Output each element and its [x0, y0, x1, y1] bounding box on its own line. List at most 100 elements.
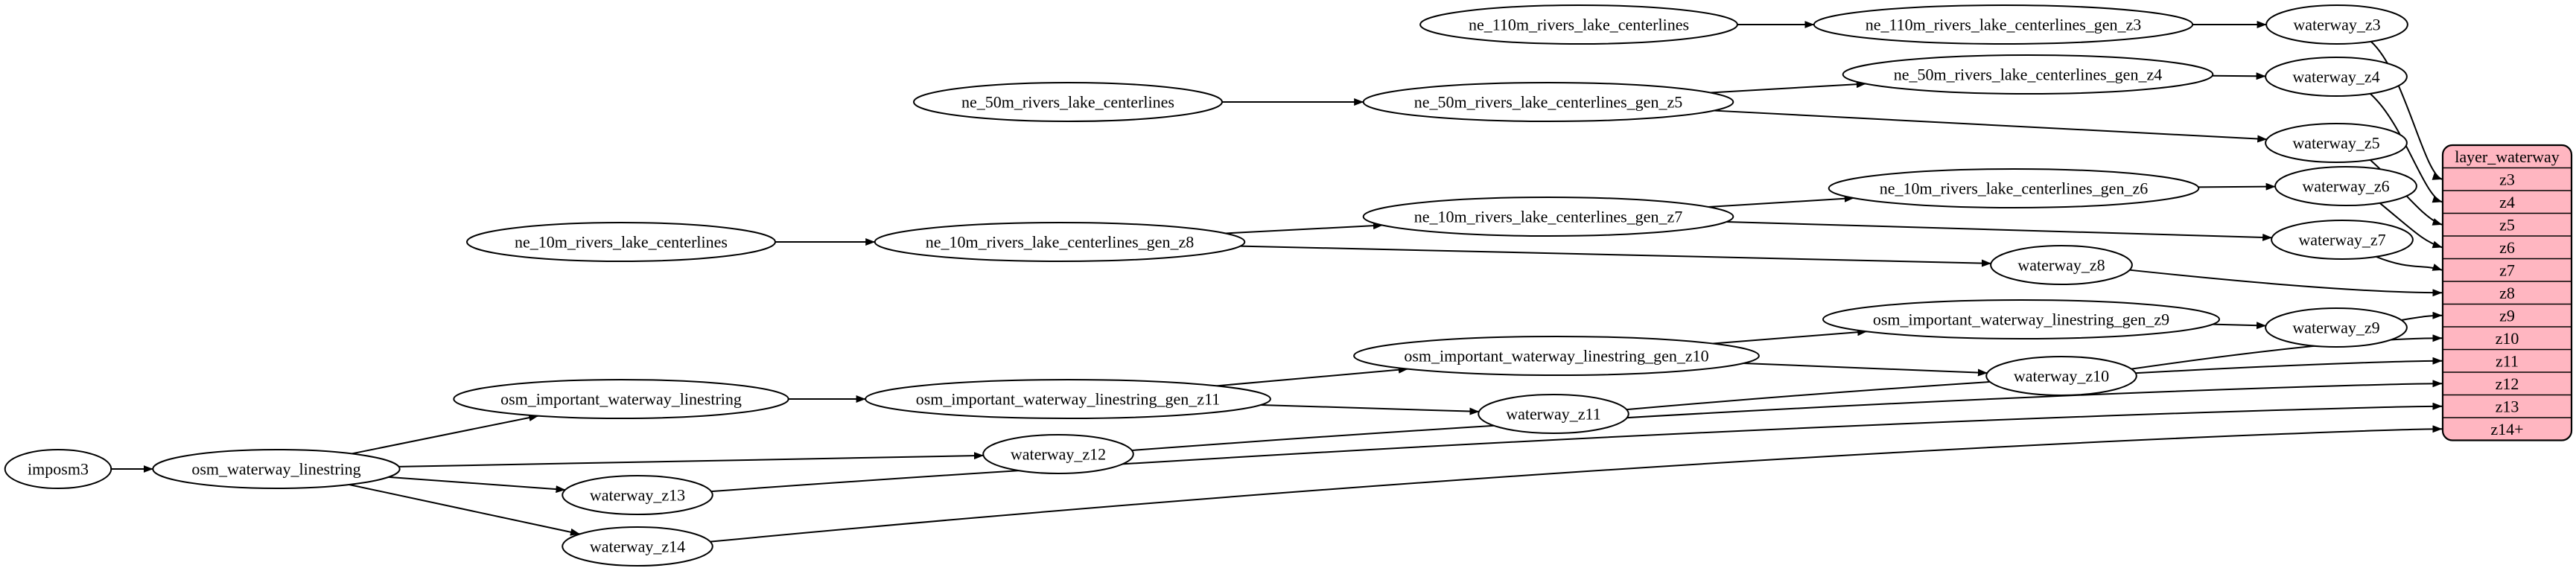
- edge-waterway_z3--layer_waterway:z3: [2370, 41, 2443, 180]
- node-ellipse: [4, 449, 112, 489]
- edge-waterway_z9--layer_waterway:z9: [2401, 311, 2443, 321]
- node-osm_important_waterway_linestring_gen_z9: osm_important_waterway_linestring_gen_z9: [1822, 299, 2220, 339]
- node-ellipse: [874, 222, 1246, 262]
- edge-ne_10m_rivers_lake_centerlines_gen_z7--ne_10m_rivers_lake_centerlines_gen_z6: [1708, 194, 1854, 208]
- table-title: layer_waterway: [2455, 147, 2559, 166]
- node-imposm3: imposm3: [4, 449, 112, 489]
- node-ne_10m_rivers_lake_centerlines_gen_z8: ne_10m_rivers_lake_centerlines_gen_z8: [874, 222, 1246, 262]
- edge-ne_10m_rivers_lake_centerlines_gen_z8--ne_10m_rivers_lake_centerlines_gen_z7: [1225, 222, 1383, 234]
- node-ellipse: [1842, 54, 2214, 95]
- node-label: ne_10m_rivers_lake_centerlines: [515, 233, 728, 252]
- node-label: osm_important_waterway_linestring: [500, 390, 742, 409]
- table-row-z13: z13: [2496, 397, 2519, 415]
- nodes: ne_110m_rivers_lake_centerlines ne_110m_r…: [4, 4, 2417, 567]
- node-waterway_z4: waterway_z4: [2265, 57, 2408, 97]
- table-row-z10: z10: [2496, 329, 2519, 348]
- node-label: waterway_z6: [2302, 177, 2389, 196]
- node-ne_10m_rivers_lake_centerlines_gen_z6: ne_10m_rivers_lake_centerlines_gen_z6: [1828, 168, 2200, 208]
- table-row-z8: z8: [2499, 284, 2515, 302]
- node-waterway_z3: waterway_z3: [2265, 4, 2408, 45]
- table-row-z14+: z14+: [2490, 420, 2523, 438]
- node-ne_50m_rivers_lake_centerlines_gen_z4: ne_50m_rivers_lake_centerlines_gen_z4: [1842, 54, 2214, 95]
- edge-ne_10m_rivers_lake_centerlines_gen_z8--waterway_z8: [1240, 245, 1991, 267]
- node-ellipse: [1478, 394, 1629, 434]
- edge-ne_10m_rivers_lake_centerlines_gen_z7--waterway_z7: [1726, 220, 2273, 241]
- edge-ne_10m_rivers_lake_centerlines_gen_z6--waterway_z6: [2198, 182, 2276, 191]
- node-ne_10m_rivers_lake_centerlines_gen_z7: ne_10m_rivers_lake_centerlines_gen_z7: [1362, 197, 1734, 237]
- node-label: ne_110m_rivers_lake_centerlines: [1469, 16, 1689, 34]
- edge-osm_important_waterway_linestring_gen_z9--waterway_z9: [2213, 322, 2267, 330]
- node-waterway_z9: waterway_z9: [2265, 307, 2408, 348]
- edges: [111, 21, 2443, 543]
- node-ellipse: [466, 222, 776, 262]
- node-label: ne_10m_rivers_lake_centerlines_gen_z8: [926, 233, 1194, 252]
- node-ellipse: [2274, 166, 2417, 206]
- node-label: waterway_z10: [2014, 367, 2109, 386]
- edge-osm_important_waterway_linestring_gen_z11--osm_important_waterway_linestring_gen_z10: [1216, 366, 1408, 387]
- node-waterway_z14: waterway_z14: [562, 526, 713, 567]
- node-ellipse: [865, 379, 1271, 419]
- node-ellipse: [453, 379, 789, 419]
- node-ellipse: [1990, 245, 2133, 285]
- node-label: ne_50m_rivers_lake_centerlines_gen_z5: [1414, 93, 1682, 112]
- edge-waterway_z14--layer_waterway:z14+: [710, 425, 2443, 543]
- edge-osm_important_waterway_linestring_gen_z10--waterway_z10: [1743, 362, 1988, 377]
- node-ne_10m_rivers_lake_centerlines: ne_10m_rivers_lake_centerlines: [466, 222, 776, 262]
- node-ellipse: [152, 449, 401, 489]
- node-label: waterway_z9: [2292, 319, 2379, 337]
- edge-ne_50m_rivers_lake_centerlines_gen_z5--ne_50m_rivers_lake_centerlines_gen_z4: [1710, 80, 1866, 94]
- node-label: ne_50m_rivers_lake_centerlines: [961, 93, 1174, 112]
- node-ellipse: [1362, 82, 1734, 122]
- edge-waterway_z8--layer_waterway:z8: [2129, 269, 2443, 297]
- node-ellipse: [1828, 168, 2200, 208]
- node-ellipse: [562, 526, 713, 567]
- node-ellipse: [982, 434, 1134, 474]
- node-waterway_z6: waterway_z6: [2274, 166, 2417, 206]
- table-layer_waterway: layer_waterwayz3z4z5z6z7z8z9z10z11z12z13…: [2441, 144, 2573, 441]
- node-ellipse: [2265, 123, 2408, 163]
- node-ellipse: [562, 475, 713, 515]
- table-body: [2441, 144, 2573, 441]
- edge-waterway_z11--layer_waterway:z11: [1626, 357, 2443, 411]
- node-ellipse: [1822, 299, 2220, 339]
- node-osm_important_waterway_linestring_gen_z11: osm_important_waterway_linestring_gen_z1…: [865, 379, 1271, 419]
- node-label: osm_waterway_linestring: [191, 460, 360, 479]
- edge-osm_waterway_linestring--waterway_z12: [398, 452, 984, 468]
- node-label: waterway_z11: [1506, 405, 1600, 424]
- node-waterway_z11: waterway_z11: [1478, 394, 1629, 434]
- node-label: waterway_z5: [2292, 134, 2379, 153]
- table-row-z7: z7: [2499, 261, 2515, 279]
- node-ne_110m_rivers_lake_centerlines_gen_z3: ne_110m_rivers_lake_centerlines_gen_z3: [1813, 4, 2194, 45]
- node-ellipse: [2265, 57, 2408, 97]
- node-label: waterway_z4: [2292, 68, 2379, 86]
- node-ellipse: [1813, 4, 2194, 45]
- node-label: osm_important_waterway_linestring_gen_z1…: [916, 390, 1221, 409]
- edge-waterway_z7--layer_waterway:z7: [2376, 255, 2443, 271]
- edge-waterway_z4--layer_waterway:z4: [2369, 93, 2443, 203]
- node-label: ne_10m_rivers_lake_centerlines_gen_z6: [1880, 179, 2148, 198]
- node-ellipse: [1985, 356, 2137, 396]
- node-label: ne_10m_rivers_lake_centerlines_gen_z7: [1414, 208, 1682, 226]
- node-osm_waterway_linestring: osm_waterway_linestring: [152, 449, 401, 489]
- edge-ne_50m_rivers_lake_centerlines_gen_z4--waterway_z4: [2212, 72, 2266, 80]
- edge-ne_50m_rivers_lake_centerlines_gen_z5--waterway_z5: [1714, 109, 2268, 143]
- node-ellipse: [1419, 4, 1738, 45]
- node-label: osm_important_waterway_linestring_gen_z1…: [1404, 347, 1708, 366]
- table-row-z6: z6: [2499, 238, 2515, 257]
- node-waterway_z5: waterway_z5: [2265, 123, 2408, 163]
- node-ne_50m_rivers_lake_centerlines: ne_50m_rivers_lake_centerlines: [913, 82, 1223, 122]
- node-label: osm_important_waterway_linestring_gen_z9: [1873, 310, 2169, 329]
- node-label: ne_50m_rivers_lake_centerlines_gen_z4: [1894, 66, 2162, 84]
- edge-waterway_z13--layer_waterway:z13: [710, 402, 2443, 493]
- table-row-z9: z9: [2499, 306, 2515, 325]
- node-ellipse: [1362, 197, 1734, 237]
- node-label: waterway_z7: [2298, 231, 2385, 249]
- table-row-z4: z4: [2499, 193, 2515, 211]
- node-ellipse: [2265, 4, 2408, 45]
- node-waterway_z8: waterway_z8: [1990, 245, 2133, 285]
- table-row-z5: z5: [2499, 215, 2515, 234]
- node-label: waterway_z14: [590, 537, 685, 556]
- node-label: waterway_z8: [2017, 256, 2105, 275]
- edge-waterway_z6--layer_waterway:z6: [2379, 202, 2443, 249]
